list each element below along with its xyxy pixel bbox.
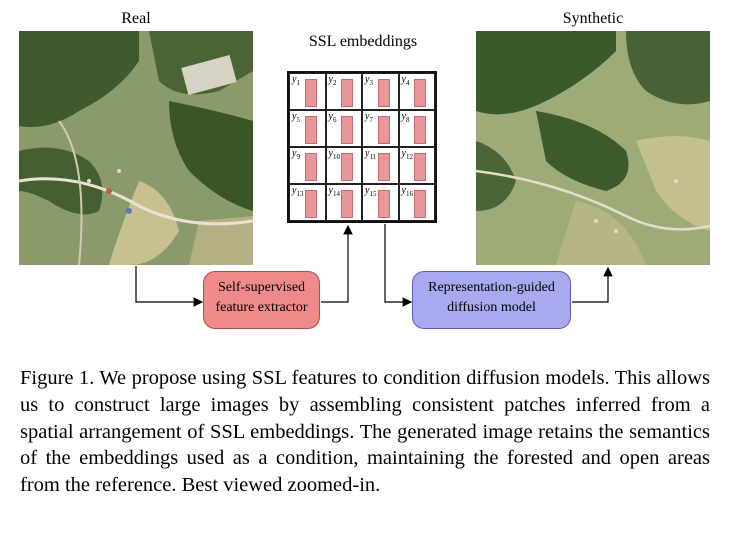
- embedding-cell: y16: [398, 184, 435, 221]
- embedding-vector-bar: [377, 79, 390, 107]
- embedding-cell-label: y11: [365, 148, 377, 161]
- embedding-cell-label: y12: [401, 148, 413, 161]
- embedding-vector-bar: [304, 116, 317, 144]
- embedding-vector-bar: [341, 79, 353, 107]
- diffusion-label-line2: diffusion model: [447, 300, 536, 315]
- real-aerial-image: [19, 31, 253, 265]
- embedding-vector-bar: [414, 116, 426, 144]
- embedding-cell: y1: [289, 73, 326, 110]
- embedding-cell-label: y9: [292, 148, 300, 161]
- embedding-cell-label: y2: [328, 74, 337, 87]
- embedding-vector-bar: [377, 190, 390, 218]
- ssl-embeddings-title: SSL embeddings: [308, 33, 418, 50]
- embedding-cell: y11: [362, 147, 399, 184]
- extractor-label-line1: Self-supervised: [217, 280, 306, 295]
- embedding-vector-bar: [414, 79, 426, 107]
- embedding-cell: y7: [362, 110, 399, 147]
- embedding-cell-label: y5: [292, 111, 300, 124]
- embedding-cell: y6: [325, 110, 362, 147]
- arrow-real-to-extractor: [135, 266, 204, 307]
- embedding-cell-label: y6: [328, 111, 337, 124]
- embedding-vector-bar: [377, 153, 390, 181]
- embedding-cell-label: y4: [401, 74, 410, 87]
- embedding-cell-label: y14: [328, 185, 340, 198]
- embedding-vector-bar: [304, 190, 317, 218]
- embedding-vector-bar: [341, 153, 353, 181]
- embedding-cell: y8: [398, 110, 435, 147]
- embedding-cell: y3: [362, 73, 399, 110]
- embedding-cell: y5: [289, 110, 326, 147]
- embedding-cell-label: y10: [328, 148, 340, 161]
- embedding-cell-label: y3: [365, 74, 373, 87]
- embedding-cell: y10: [325, 147, 362, 184]
- arrow-extractor-to-grid: [321, 224, 353, 303]
- arrow-grid-to-diffusion: [384, 224, 413, 307]
- embedding-vector-bar: [414, 153, 426, 181]
- embedding-cell-label: y13: [292, 185, 304, 198]
- embedding-vector-bar: [377, 116, 390, 144]
- embedding-cell: y12: [398, 147, 435, 184]
- figure-caption: Figure 1. We propose using SSL features …: [20, 367, 710, 497]
- embedding-cell: y15: [362, 184, 399, 221]
- real-image-label: Real: [121, 10, 151, 27]
- embedding-cell-label: y7: [365, 111, 373, 124]
- embedding-cell: y2: [325, 73, 362, 110]
- flow-arrows: [135, 224, 613, 307]
- diffusion-model-box: Representation-guided diffusion model: [412, 271, 571, 329]
- ssl-embedding-grid: y1 y2 y3 y4 y5 y6 y7 y8 y9 y10 y11 y12 y13 y14 y15 y16: [287, 71, 437, 223]
- synthetic-aerial-image: [476, 31, 710, 265]
- arrow-diffusion-to-synthetic: [572, 266, 613, 303]
- embedding-vector-bar: [304, 79, 317, 107]
- embedding-vector-bar: [341, 116, 353, 144]
- diffusion-label-line1: Representation-guided: [428, 280, 555, 295]
- embedding-cell-label: y15: [365, 185, 377, 198]
- self-supervised-extractor-box: Self-supervised feature extractor: [203, 271, 320, 329]
- embedding-cell: y4: [398, 73, 435, 110]
- embedding-cell-label: y16: [401, 185, 413, 198]
- synthetic-image-label: Synthetic: [562, 10, 624, 27]
- embedding-cell-label: y1: [292, 74, 300, 87]
- embedding-cell: y14: [325, 184, 362, 221]
- extractor-label-line2: feature extractor: [215, 300, 308, 315]
- embedding-vector-bar: [414, 190, 426, 218]
- embedding-vector-bar: [304, 153, 317, 181]
- embedding-cell: y9: [289, 147, 326, 184]
- embedding-cell-label: y8: [401, 111, 410, 124]
- embedding-cell: y13: [289, 184, 326, 221]
- embedding-vector-bar: [341, 190, 353, 218]
